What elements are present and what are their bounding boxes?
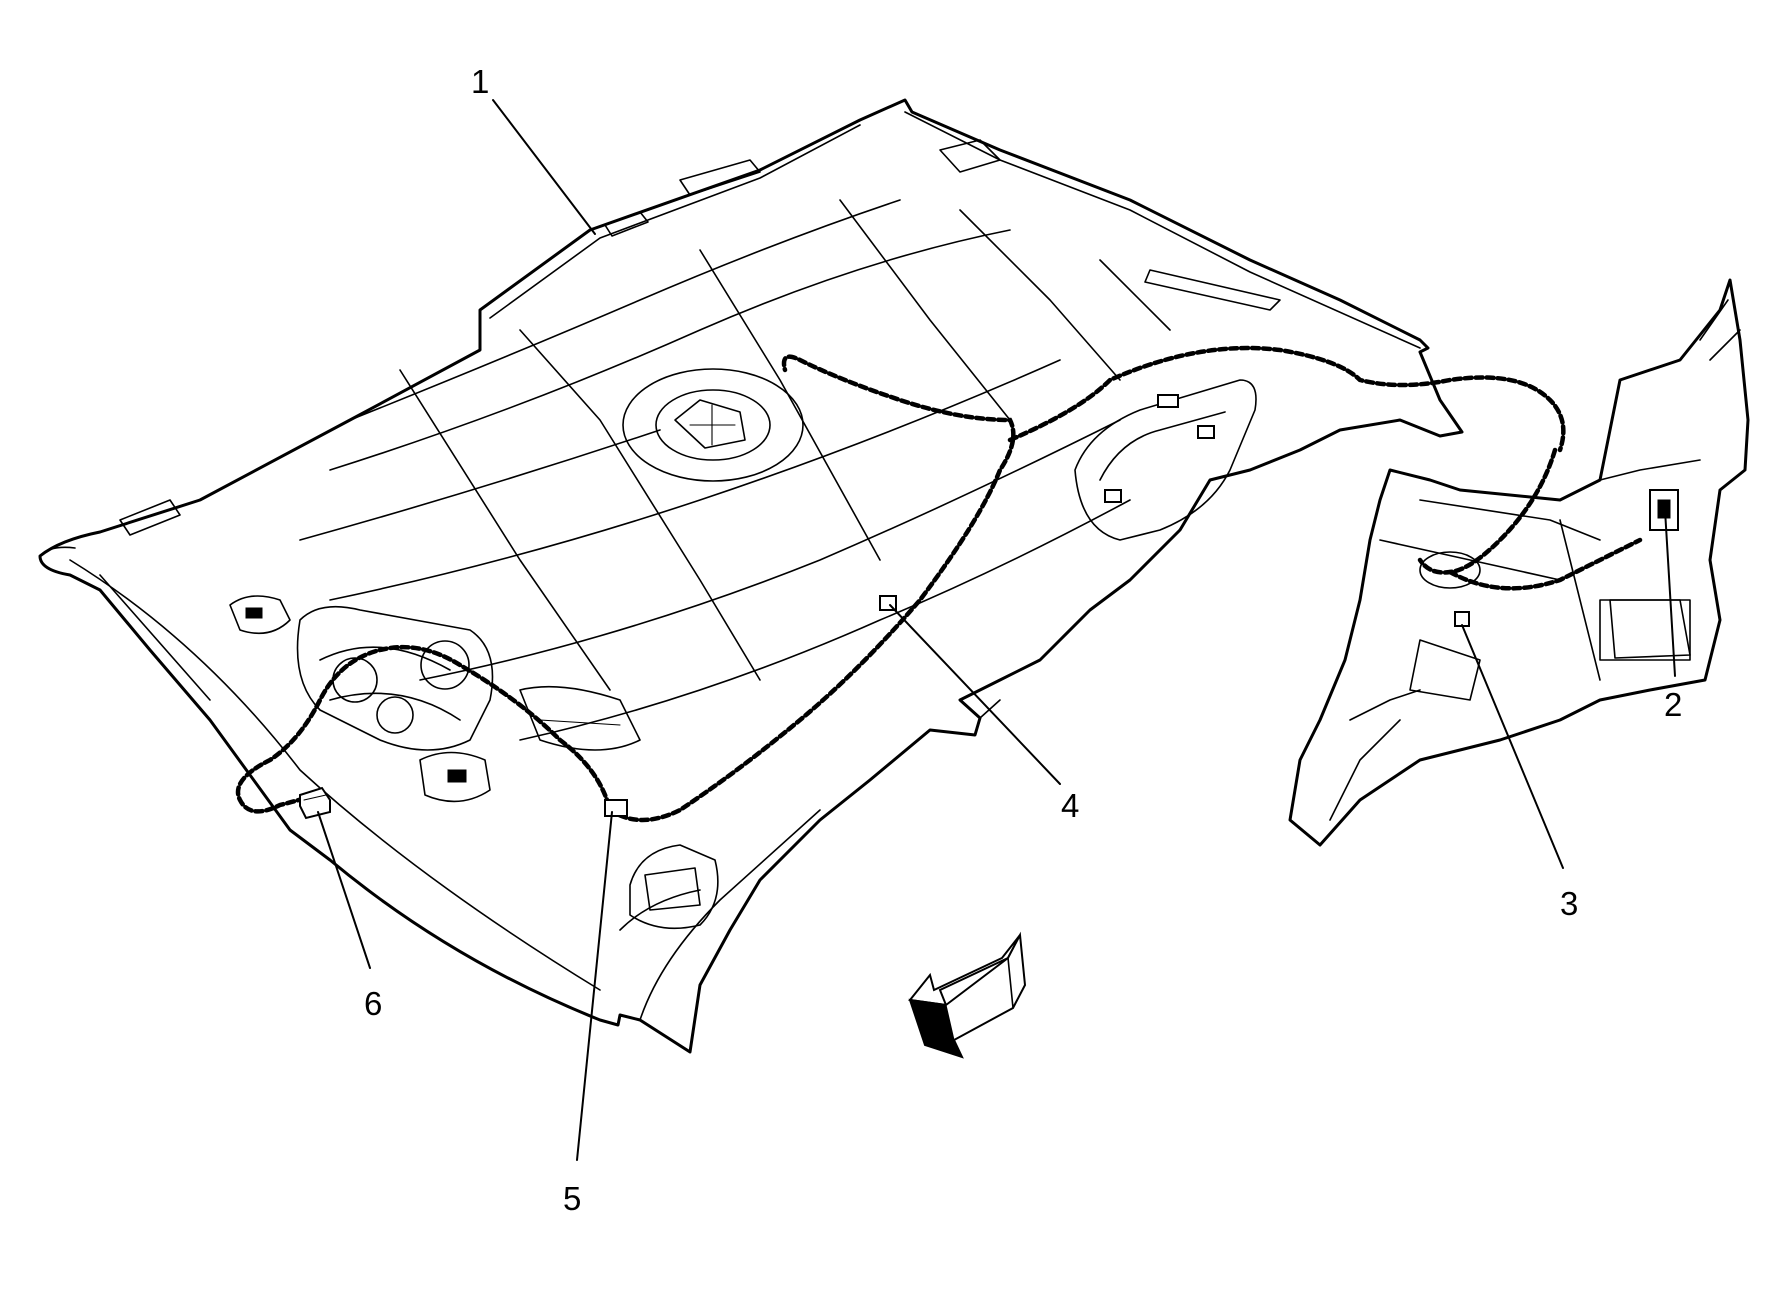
callout-6: 6 [364,985,382,1022]
headliner-panel [38,98,1464,1054]
callout-3: 3 [1560,885,1578,922]
callout-2: 2 [1664,686,1682,723]
harness-connectors [299,595,897,820]
callout-4: 4 [1061,787,1079,824]
connector-6 [299,786,331,820]
connector-5 [604,799,628,817]
callout-labels: 1 2 3 4 5 6 [364,63,1682,1217]
callout-5: 5 [563,1180,581,1217]
front-direction-arrow-icon [908,931,1027,1059]
callout-1: 1 [471,63,489,100]
callout-leaders [317,99,1676,1161]
rear-pillar-trim [1288,278,1750,847]
